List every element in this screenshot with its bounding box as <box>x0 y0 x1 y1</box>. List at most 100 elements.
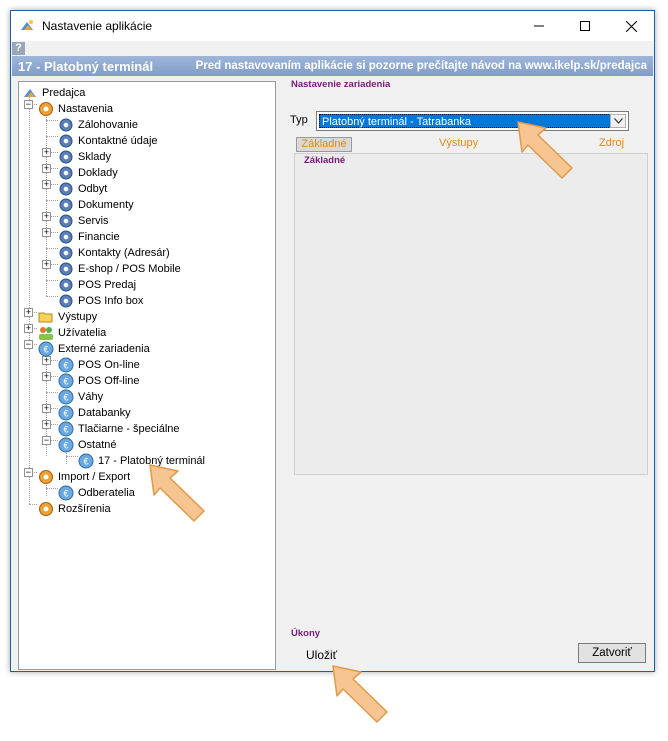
tree-item-rozsirenia[interactable]: Rozšírenia <box>38 501 111 517</box>
chevron-down-icon[interactable] <box>610 114 626 128</box>
expander-externe[interactable]: − <box>24 339 33 349</box>
tree-item-predajca[interactable]: Predajca <box>22 85 85 101</box>
expander-tlaciarne[interactable]: + <box>42 419 51 429</box>
svg-text:€: € <box>63 425 68 435</box>
tab-zdroj[interactable]: Zdroj <box>599 137 625 149</box>
expander-doklady[interactable]: + <box>42 163 51 173</box>
svg-text:€: € <box>63 441 68 451</box>
settings-window: Nastavenie aplikácie ? 17 - Platobný ter… <box>10 10 655 672</box>
maximize-button[interactable] <box>562 11 608 41</box>
tree-item-dokumenty[interactable]: Dokumenty <box>58 197 134 213</box>
expander-eshop[interactable]: + <box>42 259 51 269</box>
save-button[interactable]: Uložiť <box>306 648 338 662</box>
tree-label: POS Info box <box>78 295 144 307</box>
expander-pos-offline[interactable]: + <box>42 371 51 381</box>
annotation-arrow-save <box>332 665 388 723</box>
svg-text:€: € <box>83 457 88 467</box>
tree-label: Nastavenia <box>58 103 114 115</box>
tree-item-odberatelia[interactable]: € Odberatelia <box>58 485 135 501</box>
type-select[interactable]: Platobný terminál - Tatrabanka <box>316 111 629 131</box>
tree-label: Výstupy <box>58 311 98 323</box>
tree-item-pos-offline[interactable]: € POS Off-line <box>58 373 140 389</box>
tree-item-platobny-terminal[interactable]: € 17 - Platobný terminál <box>78 453 205 469</box>
tree-label: Odbyt <box>78 183 108 195</box>
tree-item-kontakty[interactable]: Kontakty (Adresár) <box>58 245 170 261</box>
tree-item-databanky[interactable]: € Databanky <box>58 405 131 421</box>
expander-financie[interactable]: + <box>42 227 51 237</box>
expander-ostatne[interactable]: − <box>42 435 51 445</box>
tree-label: Servis <box>78 215 109 227</box>
device-settings-panel: Nastavenie zariadenia Typ Platobný termi… <box>282 77 652 627</box>
tab-content: Základné <box>294 153 648 475</box>
tree-label: Rozšírenia <box>58 503 111 515</box>
tree-item-eshop[interactable]: E-shop / POS Mobile <box>58 261 181 277</box>
title-bar[interactable]: Nastavenie aplikácie <box>11 11 654 41</box>
help-button[interactable]: ? <box>12 42 25 55</box>
euro-icon: € <box>58 405 74 421</box>
tree-item-financie[interactable]: Financie <box>58 229 120 245</box>
tree-label: Ostatné <box>78 439 117 451</box>
svg-text:€: € <box>63 393 68 403</box>
help-bar: ? <box>11 41 654 55</box>
tree-item-odbyt[interactable]: Odbyt <box>58 181 107 197</box>
tree-label: POS On-line <box>78 359 140 371</box>
tree-label: Financie <box>78 231 120 243</box>
settings-tree[interactable]: − + + + + + + + + − + + + + − − Predajca… <box>18 81 276 670</box>
expander-sklady[interactable]: + <box>42 147 51 157</box>
expander-odbyt[interactable]: + <box>42 179 51 189</box>
tree-label: Sklady <box>78 151 112 163</box>
tree-item-nastavenia[interactable]: Nastavenia <box>38 101 113 117</box>
tree-item-pos-predaj[interactable]: POS Predaj <box>58 277 136 293</box>
gear-orange-icon <box>39 470 53 484</box>
tree-item-import-export[interactable]: Import / Export <box>38 469 130 485</box>
tree-item-vahy[interactable]: € Váhy <box>58 389 103 405</box>
expander-servis[interactable]: + <box>42 211 51 221</box>
close-button[interactable]: Zatvoriť <box>578 643 646 663</box>
tree-item-ostatne[interactable]: € Ostatné <box>58 437 117 453</box>
svg-text:€: € <box>63 361 68 371</box>
header-banner: 17 - Platobný terminál Pred nastavovaním… <box>12 56 653 76</box>
tree-label: Užívatelia <box>58 327 107 339</box>
tree-label: POS Off-line <box>78 375 140 387</box>
tree-label: 17 - Platobný terminál <box>98 455 205 467</box>
svg-text:€: € <box>63 377 68 387</box>
close-icon <box>625 20 637 32</box>
tab-zakladne[interactable]: Základné <box>296 137 352 152</box>
gear-blue-icon <box>59 198 73 212</box>
expander-vystupy[interactable]: + <box>24 307 33 317</box>
tree-item-pos-online[interactable]: € POS On-line <box>58 357 140 373</box>
expander-import-export[interactable]: − <box>24 467 33 477</box>
expander-nastavenia[interactable]: − <box>24 99 33 109</box>
type-select-value: Platobný terminál - Tatrabanka <box>319 114 611 128</box>
expander-databanky[interactable]: + <box>42 403 51 413</box>
expander-uzivatelia[interactable]: + <box>24 323 33 333</box>
tree-item-uzivatelia[interactable]: Užívatelia <box>38 325 106 341</box>
gear-blue-icon <box>59 134 73 148</box>
tree-item-tlaciarne[interactable]: € Tlačiarne - špeciálne <box>58 421 180 437</box>
banner-note: Pred nastavovaním aplikácie si pozorne p… <box>195 60 647 72</box>
tree-item-vystupy[interactable]: Výstupy <box>38 309 97 325</box>
svg-text:€: € <box>63 409 68 419</box>
tree-item-servis[interactable]: Servis <box>58 213 109 229</box>
tree-item-externe[interactable]: € Externé zariadenia <box>38 341 150 357</box>
expander-pos-online[interactable]: + <box>42 355 51 365</box>
tab-vystupy[interactable]: Výstupy <box>439 137 479 149</box>
tree-item-pos-info[interactable]: POS Info box <box>58 293 143 309</box>
tab-content-caption: Základné <box>304 155 346 166</box>
tree-item-sklady[interactable]: Sklady <box>58 149 111 165</box>
svg-text:€: € <box>43 345 48 355</box>
tree-label: Odberatelia <box>78 487 135 499</box>
tree-item-kontaktne-udaje[interactable]: Kontaktné údaje <box>58 133 158 149</box>
tree-label: Dokumenty <box>78 199 134 211</box>
minimize-icon <box>534 25 544 27</box>
close-window-button[interactable] <box>608 11 654 41</box>
minimize-button[interactable] <box>516 11 562 41</box>
gear-orange-icon <box>39 502 53 516</box>
tree-item-zalohovanie[interactable]: Zálohovanie <box>58 117 138 133</box>
gear-orange-icon <box>39 102 53 116</box>
tree-item-doklady[interactable]: Doklady <box>58 165 118 181</box>
maximize-icon <box>580 21 590 31</box>
euro-icon: € <box>58 421 74 437</box>
banner-title: 17 - Platobný terminál <box>18 58 154 74</box>
gear-blue-icon <box>59 278 73 292</box>
